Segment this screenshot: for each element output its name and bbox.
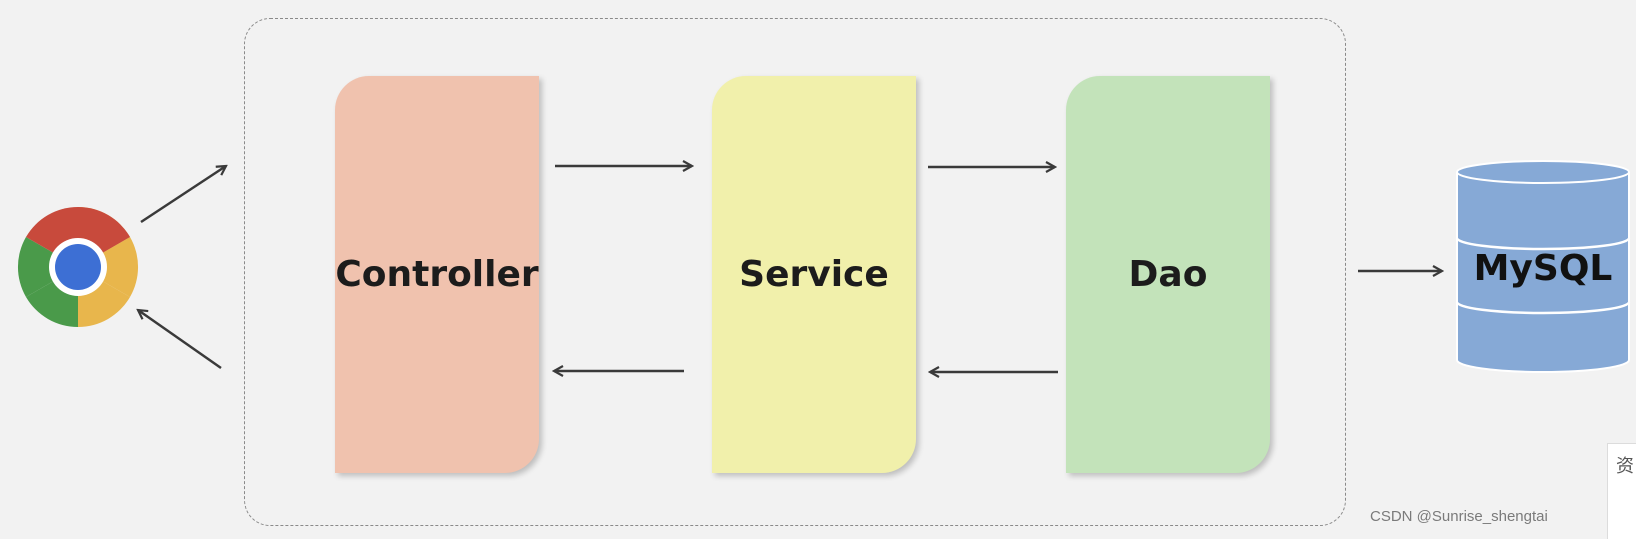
side-panel[interactable]: 资 (1607, 443, 1636, 539)
dao-layer: Dao (1066, 76, 1270, 473)
controller-label: Controller (335, 254, 539, 295)
mysql-label: MySQL (1473, 248, 1613, 289)
server-boundary-frame (244, 18, 1346, 526)
dao-label: Dao (1128, 254, 1208, 295)
chrome-browser-icon (17, 206, 139, 327)
side-panel-text: 资 (1616, 456, 1634, 477)
watermark: CSDN @Sunrise_shengtai (1370, 508, 1548, 525)
service-label: Service (739, 254, 889, 295)
arrow-controller-to-browser (138, 310, 222, 370)
mysql-database-icon (1455, 160, 1631, 373)
arrow-browser-to-controller (140, 166, 226, 224)
service-layer: Service (712, 76, 916, 473)
controller-layer: Controller (335, 76, 539, 473)
